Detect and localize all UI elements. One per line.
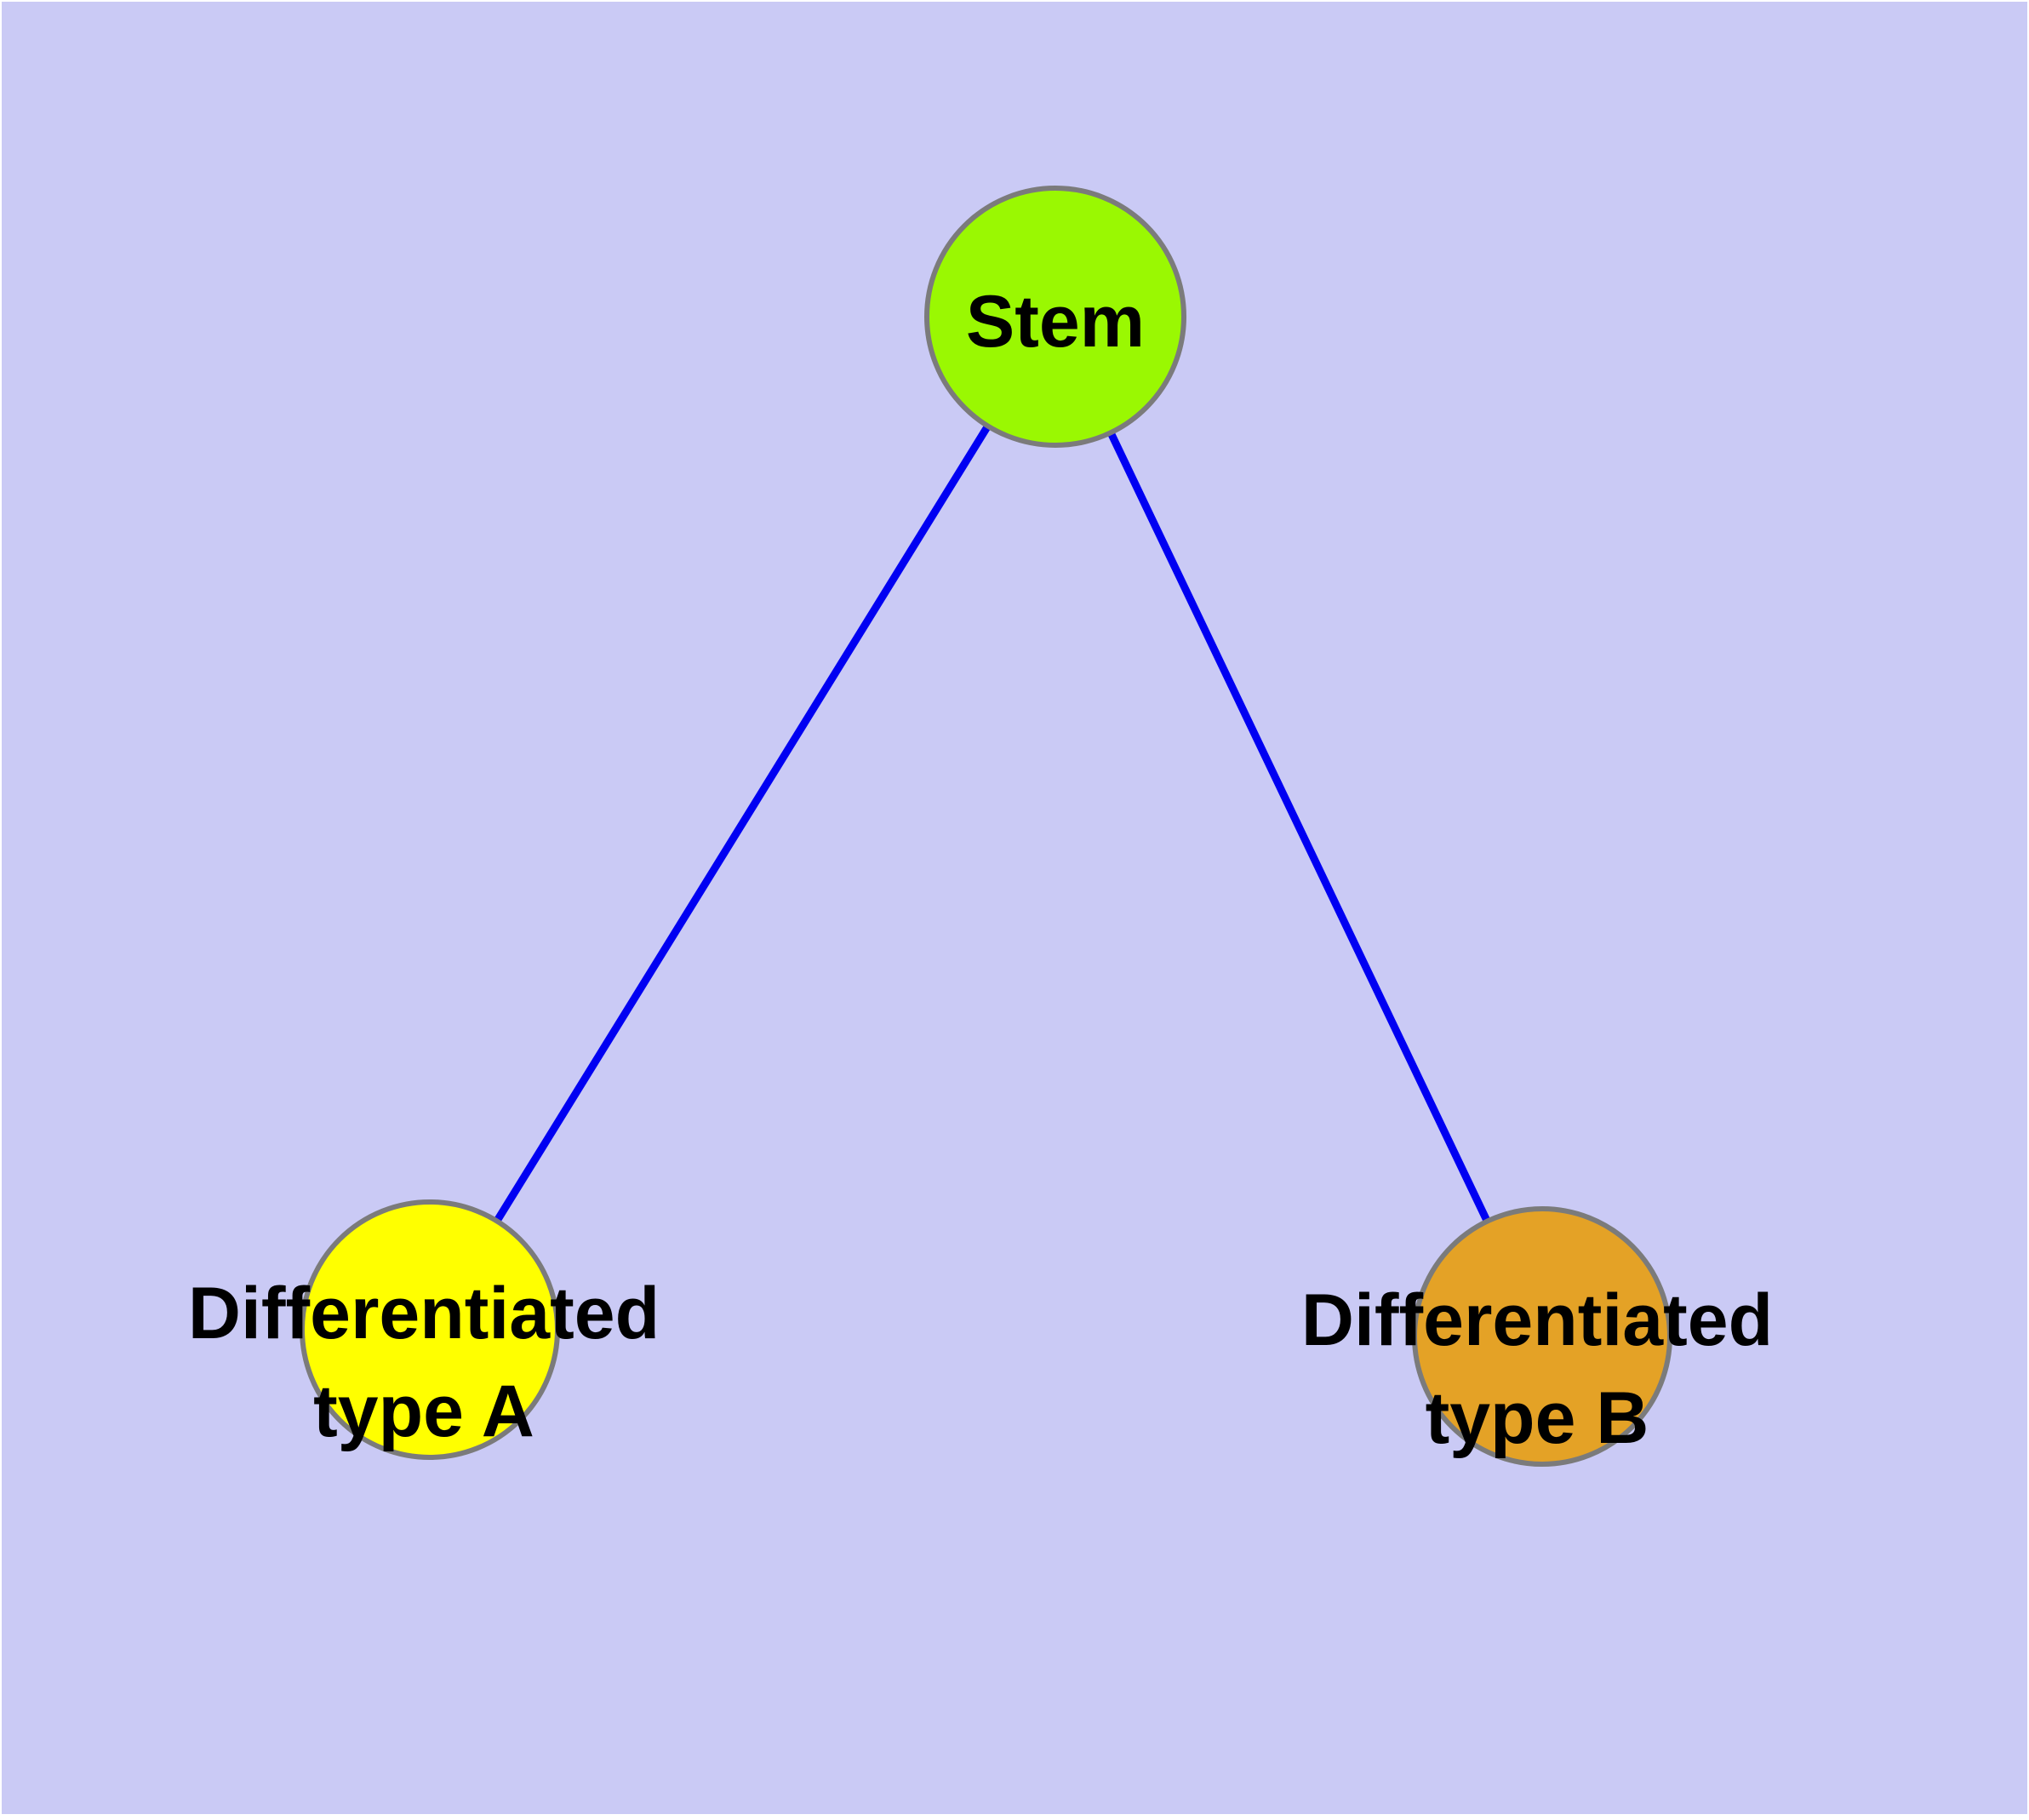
edge-stem-to-type-a	[426, 312, 1060, 1334]
edge-stem-to-type-b	[1051, 312, 1546, 1341]
node-stem-circle	[924, 186, 1186, 448]
node-type-b-label-line1: Differentiated	[1301, 1279, 1773, 1361]
node-stem-label: Stem	[966, 281, 1145, 363]
node-type-a-circle	[300, 1199, 560, 1460]
node-type-a-label-line2: type A	[313, 1371, 534, 1452]
node-type-b-label-line2: type B	[1426, 1377, 1649, 1459]
node-type-a-label-line1: Differentiated	[188, 1273, 660, 1354]
node-type-b-circle	[1412, 1206, 1672, 1467]
